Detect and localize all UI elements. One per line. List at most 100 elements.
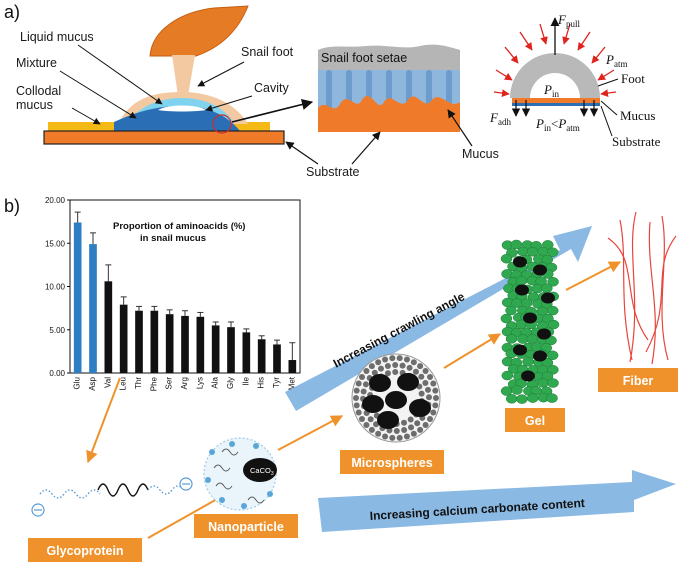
microsphere-dot: [377, 365, 384, 372]
microspheres-text: Microspheres: [351, 456, 432, 470]
microsphere-dot: [384, 363, 391, 370]
colloidal-line-2: mucus: [16, 98, 53, 112]
gel-cluster: [500, 239, 560, 404]
microsphere-dot: [382, 356, 389, 363]
microsphere-dot: [355, 380, 362, 387]
microsphere-dot: [363, 368, 370, 375]
microsphere-caco3-particles: [362, 373, 431, 429]
snail-stalk: [172, 55, 195, 96]
gel-particle: [537, 378, 549, 388]
amino-acid-chart: Proportion of aminoacids (%) in snail mu…: [45, 196, 301, 391]
x-tick-label-met: Met: [287, 376, 296, 390]
setae-inset: [318, 44, 460, 132]
setae-substrate-pointer-left: [285, 141, 319, 165]
suction-substrate-label: Substrate: [612, 134, 661, 149]
snail-foot-shape: [149, 5, 249, 57]
microsphere-dot: [384, 370, 391, 377]
colloidal-line-1: Collodal: [16, 84, 61, 98]
gel-caco3-particle: [513, 256, 527, 268]
microsphere-dot: [368, 363, 375, 370]
snail-foot-label: Snail foot: [241, 45, 294, 59]
microsphere-dot: [358, 416, 365, 423]
microsphere-cluster: [351, 353, 441, 443]
x-tick-label-his: His: [257, 377, 266, 389]
fiber-strands: [607, 211, 677, 365]
x-tick-label-thr: Thr: [134, 377, 143, 389]
microsphere-dot: [396, 355, 403, 362]
gel-caco3-particle: [533, 350, 547, 362]
nanoparticle-sphere: CaCO3: [203, 437, 277, 511]
gel-caco3-particle: [537, 328, 551, 340]
foot-pointer: [597, 78, 619, 87]
microsphere-dot: [363, 421, 370, 428]
microsphere-dot: [430, 380, 437, 387]
x-tick-label-arg: Arg: [180, 377, 189, 389]
gel-caco3-particle: [515, 284, 529, 296]
bar-lys: [196, 316, 205, 373]
bar-val: [104, 281, 113, 373]
microsphere-dot: [362, 381, 369, 388]
liquid-mucus-label: Liquid mucus: [20, 30, 94, 44]
microsphere-dot: [410, 359, 417, 366]
microsphere-dot: [401, 426, 408, 433]
microsphere-dot: [407, 416, 414, 423]
colloidal-mucus-label: Collodal mucus: [16, 84, 65, 112]
substrate-pointer: [600, 105, 613, 137]
gel-caco3-particle: [513, 344, 527, 356]
microsphere-dot: [371, 369, 378, 376]
inner-cavity: [530, 73, 580, 98]
glycoprotein-chain: [31, 477, 193, 517]
microsphere-dot: [417, 363, 424, 370]
setae-grey-top: [318, 44, 460, 72]
microsphere-dot: [427, 373, 434, 380]
panel-a: a) Liquid mucus Mixture: [4, 2, 661, 179]
microsphere-dot: [393, 427, 400, 434]
microsphere-dot: [401, 419, 408, 426]
atm-pressure-arrows: [493, 23, 617, 97]
gel-particle: [547, 378, 559, 388]
gel-particle: [500, 313, 513, 324]
gel-particle: [511, 385, 523, 395]
bar-ile: [242, 332, 251, 373]
microsphere-dot: [414, 420, 421, 427]
y-tick-label: 20.00: [45, 196, 66, 205]
gel-particle: [541, 357, 554, 368]
x-tick-label-glu: Glu: [73, 377, 82, 389]
y-tick-label: 0.00: [49, 369, 65, 378]
microspheres-tag: Microspheres: [340, 450, 444, 474]
x-tick-label-val: Val: [103, 377, 112, 388]
gel-particle: [500, 253, 513, 264]
microsphere-dot: [375, 359, 382, 366]
microsphere-dot: [353, 402, 360, 409]
microsphere-dot: [422, 379, 429, 386]
gel-particle: [505, 334, 518, 344]
microsphere-dot: [422, 368, 429, 375]
glycoprotein-text: Glycoprotein: [46, 544, 123, 558]
microsphere-dot: [389, 434, 396, 441]
bar-glu: [73, 222, 82, 373]
microsphere-dot: [412, 368, 419, 375]
gel-particle: [527, 393, 539, 403]
cavity-shape: [158, 105, 206, 112]
microsphere-dot: [358, 373, 365, 380]
gel-particle: [541, 283, 553, 294]
glycoprotein-tag: Glycoprotein: [28, 538, 142, 562]
foot-label: Foot: [621, 71, 645, 86]
setae-orange-base: [318, 95, 460, 132]
snail-cross-section: [43, 5, 285, 145]
x-tick-label-ile: Ile: [241, 376, 250, 385]
x-tick-label-lys: Lys: [195, 377, 204, 389]
setae-substrate-pointer-up: [351, 131, 381, 165]
chart-bars: [73, 222, 297, 373]
bar-thr: [135, 310, 143, 373]
microsphere-dot: [425, 394, 432, 401]
gel-particle: [547, 319, 560, 330]
microsphere-dot: [353, 387, 360, 394]
caco3-core: [243, 458, 277, 482]
gel-particle: [547, 305, 559, 316]
nanoparticle-text: Nanoparticle: [208, 520, 284, 534]
microsphere-dot: [403, 356, 410, 363]
microsphere-dot: [382, 433, 389, 440]
liquid-mucus-pointer: [77, 44, 163, 105]
